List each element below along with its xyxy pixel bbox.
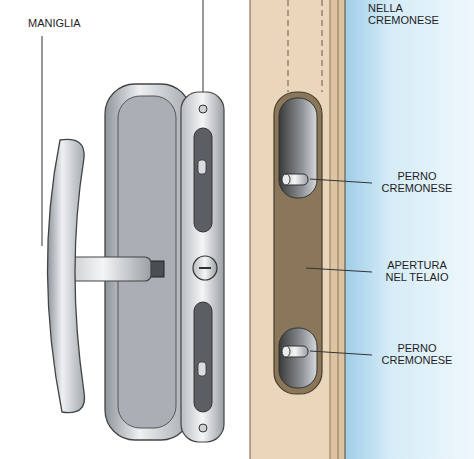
handle-grip bbox=[47, 139, 84, 412]
leader-line bbox=[310, 179, 372, 183]
pin-slot bbox=[279, 328, 317, 388]
gear-hub bbox=[193, 256, 217, 280]
pin-slot bbox=[279, 98, 317, 198]
part-label: PERNO CREMONESE bbox=[378, 342, 456, 366]
slider bbox=[198, 362, 206, 376]
mounting-plate bbox=[181, 92, 224, 442]
frame-line bbox=[330, 0, 331, 459]
plate-slot bbox=[194, 128, 212, 232]
leader-line bbox=[306, 268, 372, 272]
part-label: APERTURA NEL TELAIO bbox=[378, 259, 456, 283]
leader-line bbox=[203, 0, 204, 96]
hub-slot bbox=[199, 267, 211, 269]
plate-slot bbox=[194, 302, 212, 412]
part-label: MANIGLIA bbox=[28, 17, 118, 29]
frame-opening bbox=[274, 92, 322, 394]
frame-line bbox=[344, 0, 345, 459]
frame-edge bbox=[330, 0, 345, 459]
cremone-pin bbox=[282, 346, 308, 357]
frame-line bbox=[249, 0, 250, 459]
window-frame bbox=[250, 0, 345, 459]
hidden-rod-line bbox=[322, 0, 323, 92]
pin-end bbox=[282, 346, 290, 357]
part-label: PERNO CREMONESE bbox=[378, 170, 456, 194]
glass bbox=[345, 0, 474, 459]
leader-line bbox=[42, 36, 43, 246]
frame-line bbox=[338, 0, 339, 459]
cremone-pin bbox=[282, 174, 308, 185]
pin-end bbox=[282, 174, 290, 185]
screw bbox=[199, 105, 207, 113]
slider bbox=[198, 160, 206, 174]
part-label: NELLA CREMONESE bbox=[368, 2, 448, 26]
hidden-rod-line bbox=[288, 0, 289, 92]
leader-line bbox=[310, 351, 372, 355]
screw bbox=[199, 424, 207, 432]
